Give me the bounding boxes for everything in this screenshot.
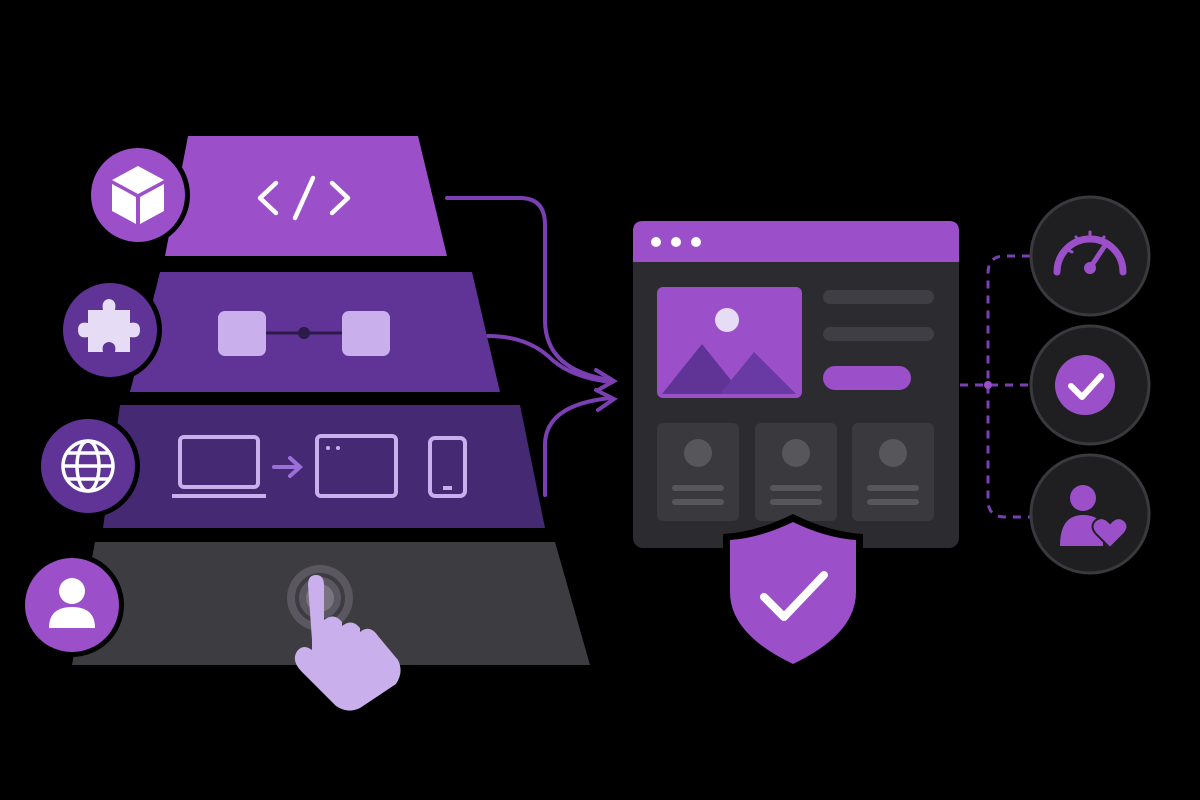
layer-platforms [36,405,545,528]
shield-check-icon [723,514,863,672]
connector-platforms [543,396,612,497]
phone-icon [428,436,467,498]
speedometer-icon [1029,195,1151,317]
arrowhead-bottom [594,388,618,412]
browser-window-icon [633,221,959,548]
layer-connectors [445,196,618,497]
layer-components [58,272,500,392]
check-circle-icon [1029,324,1151,446]
user-icon [20,553,124,657]
card-grid [657,423,934,521]
arrow-right-icon [272,456,303,478]
arrowhead-top [594,368,618,392]
cube-icon [86,143,190,247]
cta-button [823,366,911,390]
puzzle-icon [58,278,162,382]
browser-title-bar [633,221,959,262]
profile-card [755,423,837,521]
code-brackets-icon [257,175,351,221]
text-lines [823,290,934,341]
layer-platforms-band [103,405,545,528]
profile-card [852,423,934,521]
mountain-image-icon [657,287,802,398]
laptop-icon [172,435,266,498]
connector-components [486,334,614,384]
outcome-connectors [960,254,1030,519]
connector-node [984,381,992,389]
connector-code [445,196,612,382]
tap-hand-icon [287,565,401,711]
connected-blocks-icon [218,311,390,356]
profile-card [657,423,739,521]
user-heart-icon [1029,453,1151,575]
layer-code [86,136,447,256]
globe-icon [36,414,140,518]
window-dots [651,237,701,247]
tablet-icon [315,434,398,498]
layer-user [20,542,590,711]
